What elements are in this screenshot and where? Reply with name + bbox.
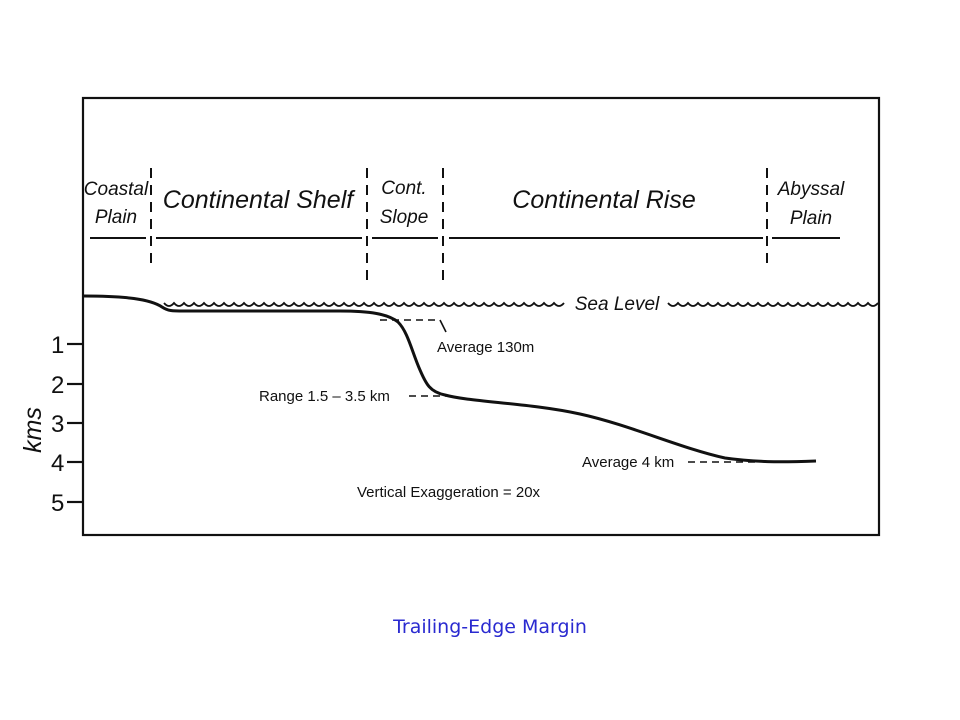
zone-label-continental-slope-line1: Cont. [381,178,426,199]
zone-label-continental-shelf: Continental Shelf [163,186,356,214]
depth-tick-label-2: 2 [51,372,64,399]
zone-label-coastal-plain-line2: Plain [95,207,137,228]
annotation-average-130m: Average 130m [437,339,534,356]
seafloor-profile [83,294,817,464]
depth-tick-label-5: 5 [51,490,64,517]
diagram-caption: Trailing-Edge Margin [393,616,587,638]
zone-label-abyssal-plain-line2: Plain [790,208,832,229]
depth-tick-label-3: 3 [51,411,64,438]
zone-label-continental-rise: Continental Rise [512,186,695,214]
zone-label-abyssal-plain-line1: Abyssal [777,179,845,200]
annotation-range-slope: Range 1.5 – 3.5 km [259,388,390,405]
zone-label-continental-slope-line2: Slope [380,207,429,228]
sea-level-wave-right [667,301,879,307]
depth-tick-marks [67,342,82,504]
annotation-vertical-exaggeration: Vertical Exaggeration = 20x [357,484,541,501]
depth-tick-label-4: 4 [51,450,64,477]
depth-tick-label-1: 1 [51,332,64,359]
average-130m-pointer [439,319,447,333]
diagram-frame [81,96,881,537]
zone-dividers [150,168,768,280]
sea-level-wave-left [163,301,565,307]
zone-label-coastal-plain-line1: Coastal [84,179,149,200]
sea-level-label: Sea Level [575,294,660,315]
depth-axis-unit: kms [19,407,47,453]
annotation-average-4km: Average 4 km [582,454,674,471]
annotation-leaders [380,319,760,463]
